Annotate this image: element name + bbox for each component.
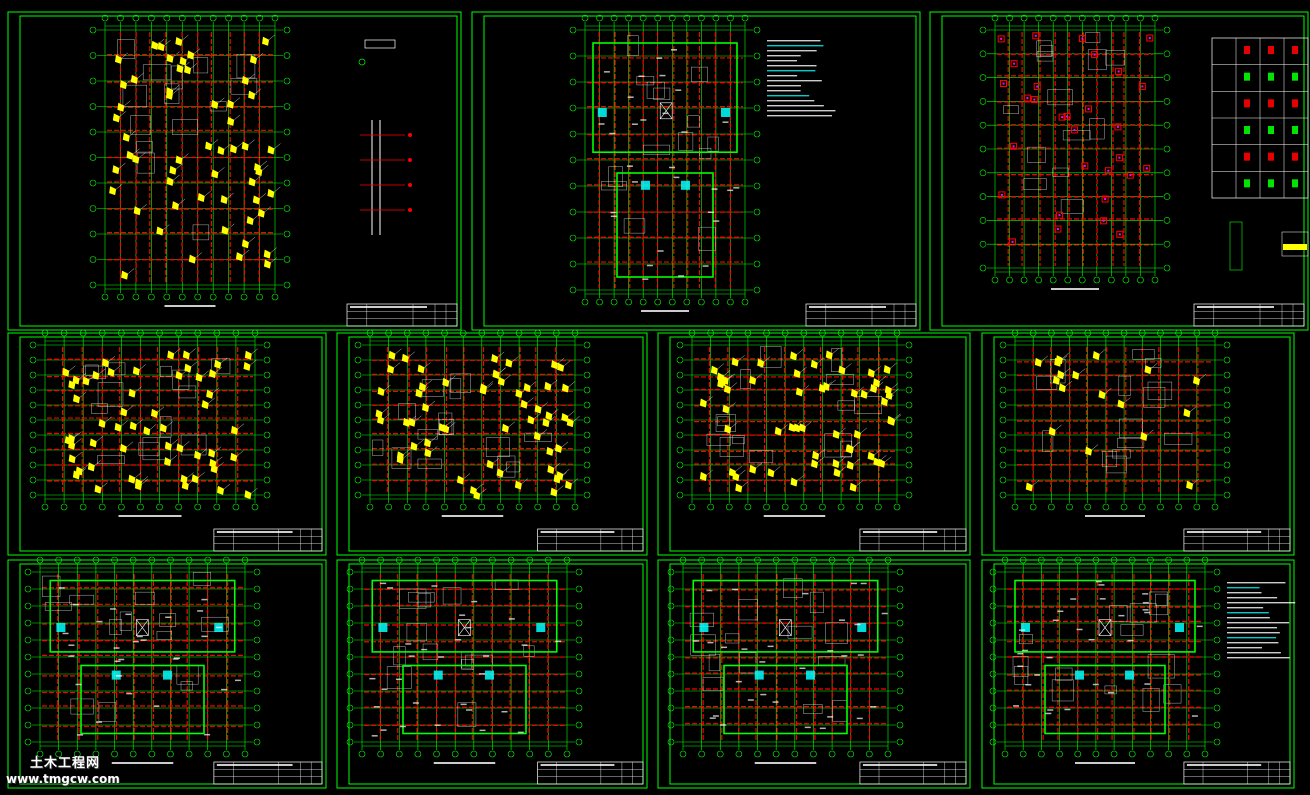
- plan-caption: [1075, 762, 1135, 764]
- rooms: [689, 578, 848, 722]
- floor-features: [369, 579, 562, 737]
- plan-caption: [1051, 288, 1099, 290]
- sheet-frame: [981, 332, 1295, 556]
- floor-features: [592, 40, 836, 280]
- sheet-2-4-sheet: [981, 329, 1295, 556]
- plan-caption: [118, 515, 182, 517]
- sheet-1-1-sheet: [7, 11, 462, 331]
- sheet-2-1-sheet: [7, 329, 327, 556]
- sheet-3-1-sheet: [7, 556, 327, 789]
- sheet-inner-frame: [993, 563, 1291, 785]
- title-block: [859, 528, 967, 552]
- column-schedule-table: [1211, 37, 1309, 271]
- sheet-frame: [981, 559, 1295, 789]
- watermark-title: 土木工程网: [30, 756, 101, 771]
- sheet-inner-frame: [941, 15, 1305, 327]
- axis-grid: [676, 329, 913, 511]
- rooms: [386, 579, 535, 727]
- rooms: [1003, 32, 1125, 214]
- plan-caption: [441, 515, 504, 517]
- title-block: [1183, 528, 1291, 552]
- columns: [1025, 348, 1207, 492]
- rooms: [601, 35, 719, 251]
- sheet-frame: [336, 559, 648, 789]
- sheet-frame: [7, 559, 327, 789]
- sheet-frame: [7, 11, 462, 331]
- sheet-frame: [657, 332, 971, 556]
- sheet-1-3-sheet: [929, 11, 1309, 331]
- sheet-inner-frame: [348, 563, 644, 785]
- title-block: [805, 303, 917, 327]
- sheet-3-3-sheet: [657, 556, 971, 789]
- rooms: [1036, 349, 1193, 474]
- sheet-inner-frame: [669, 336, 967, 552]
- columns: [375, 348, 580, 500]
- plan-caption: [1085, 515, 1145, 517]
- sheet-inner-frame: [19, 336, 323, 552]
- sheet-3-4-sheet: [981, 556, 1296, 789]
- sheet-frame: [471, 11, 921, 331]
- walls: [1007, 574, 1203, 740]
- title-block: [346, 303, 458, 327]
- sheet-inner-frame: [19, 563, 323, 785]
- plan-caption: [433, 762, 496, 764]
- columns: [109, 34, 281, 280]
- sheet-2-2-sheet: [336, 329, 648, 556]
- plan-caption: [164, 305, 216, 307]
- title-block: [213, 528, 323, 552]
- plan-caption: [641, 310, 689, 312]
- title-block: [213, 761, 323, 785]
- floor-features: [49, 579, 241, 736]
- title-block: [1183, 761, 1291, 785]
- sheet-3-2-sheet: [336, 556, 648, 789]
- title-block: [537, 761, 644, 785]
- plan-caption: [754, 762, 817, 764]
- sheet-1-2-sheet: [471, 11, 921, 331]
- columns: [699, 348, 902, 493]
- sheet-inner-frame: [19, 15, 458, 327]
- plan-caption: [763, 515, 826, 517]
- sheet-frame: [7, 332, 327, 556]
- title-block: [859, 761, 967, 785]
- axis-grid: [989, 556, 1221, 758]
- watermark-url: www.tmgcw.com: [6, 772, 120, 786]
- rooms: [1012, 591, 1182, 712]
- sheet-inner-frame: [483, 15, 917, 327]
- rooms: [372, 373, 552, 478]
- walls: [364, 574, 565, 740]
- walls: [587, 32, 743, 288]
- columns: [62, 348, 258, 500]
- axis-grid: [667, 556, 904, 758]
- axis-grid: [24, 556, 261, 758]
- sheet-inner-frame: [348, 336, 644, 552]
- floor-features: [1013, 579, 1296, 735]
- sheet-frame: [657, 559, 971, 789]
- plan-caption: [111, 762, 174, 764]
- title-block: [1193, 303, 1305, 327]
- columns: [997, 32, 1154, 246]
- title-block: [537, 528, 644, 552]
- walls: [685, 574, 886, 740]
- sheet-frame: [336, 332, 648, 556]
- sheet-inner-frame: [669, 563, 967, 785]
- floor-features: [692, 579, 888, 735]
- section-detail: [358, 39, 412, 235]
- rooms: [42, 572, 229, 722]
- sheet-2-3-sheet: [657, 329, 971, 556]
- axis-grid: [979, 14, 1171, 284]
- walls: [47, 347, 253, 493]
